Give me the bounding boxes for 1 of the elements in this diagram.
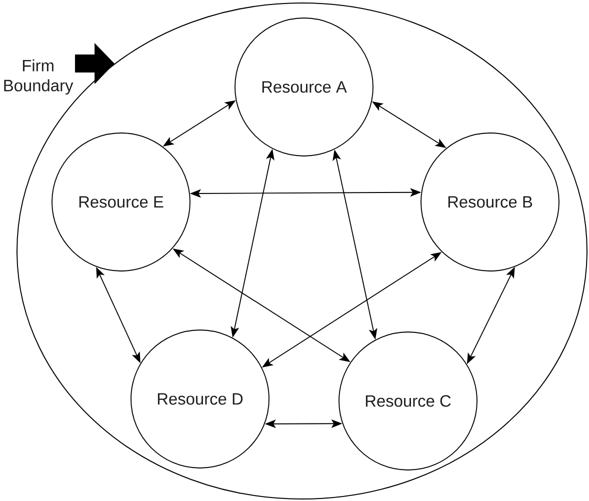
boundary-label: Firm Boundary — [4, 59, 74, 95]
